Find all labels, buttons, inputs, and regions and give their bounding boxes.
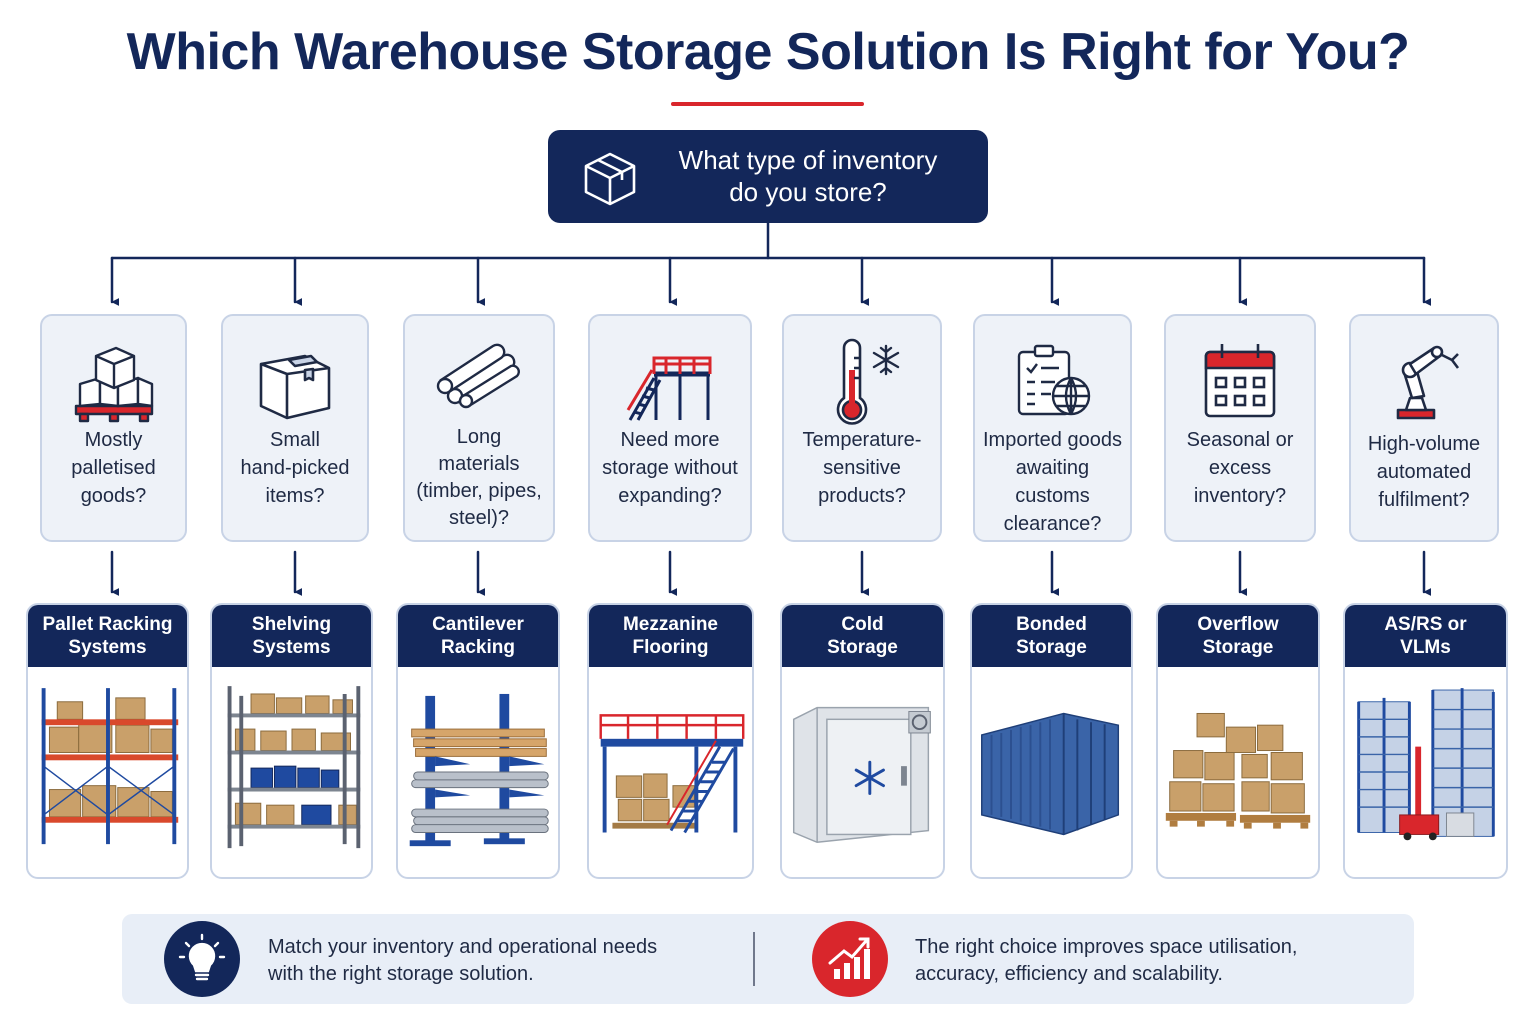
solution-title-line: Racking bbox=[441, 637, 515, 658]
solution-title-line: AS/RS or bbox=[1384, 614, 1467, 635]
question-line: Long bbox=[456, 426, 502, 448]
automated-storage-image bbox=[1345, 667, 1506, 877]
cantilever-racking-image bbox=[398, 667, 558, 877]
question-card-long-materials[interactable]: Long materials (timber, pipes, steel)? bbox=[403, 314, 555, 542]
question-line: inventory? bbox=[1193, 485, 1287, 507]
question-line: (timber, pipes, bbox=[416, 480, 542, 502]
question-line: Mostly bbox=[84, 429, 143, 451]
footer-left-text: Match your inventory and operational nee… bbox=[268, 934, 708, 988]
question-card-temperature[interactable]: Temperature- sensitive products? bbox=[782, 314, 942, 542]
question-card-seasonal[interactable]: Seasonal or excess inventory? bbox=[1164, 314, 1316, 542]
footer-line: Match your inventory and operational nee… bbox=[268, 936, 658, 958]
footer-line: with the right storage solution. bbox=[268, 963, 534, 985]
solution-title-line: Storage bbox=[1016, 637, 1087, 658]
solution-title-line: Storage bbox=[827, 637, 898, 658]
shelving-image bbox=[212, 667, 371, 877]
question-line: clearance? bbox=[1003, 513, 1102, 535]
solution-title-line: Flooring bbox=[632, 637, 709, 658]
question-line: awaiting customs bbox=[1015, 457, 1090, 507]
mezzanine-image bbox=[589, 667, 752, 877]
question-line: products? bbox=[818, 485, 906, 507]
cold-storage-image bbox=[782, 667, 943, 877]
root-question-line: do you store? bbox=[729, 177, 887, 207]
calendar-icon bbox=[1204, 344, 1276, 418]
question-line: hand-picked bbox=[240, 457, 350, 479]
open-box-icon bbox=[259, 354, 331, 420]
footer-line: The right choice improves space utilisat… bbox=[915, 936, 1298, 958]
footer-banner: Match your inventory and operational nee… bbox=[122, 914, 1414, 1004]
question-card-small-items[interactable]: Small hand-picked items? bbox=[221, 314, 369, 542]
question-line: palletised bbox=[71, 457, 156, 479]
solution-title-line: VLMs bbox=[1400, 637, 1451, 658]
question-card-palletised[interactable]: Mostly palletised goods? bbox=[40, 314, 187, 542]
solution-title-line: Systems bbox=[68, 637, 147, 658]
question-line: goods? bbox=[80, 485, 147, 507]
question-line: items? bbox=[265, 485, 325, 507]
customs-globe-icon bbox=[1017, 344, 1090, 416]
question-line: excess bbox=[1208, 457, 1272, 479]
thermometer-snowflake-icon bbox=[836, 338, 900, 425]
footer-divider bbox=[753, 932, 755, 986]
solution-title-line: Systems bbox=[252, 637, 331, 658]
page-title: Which Warehouse Storage Solution Is Righ… bbox=[126, 23, 1410, 81]
question-line: materials bbox=[438, 453, 520, 475]
solution-title-line: Cold bbox=[841, 614, 884, 635]
solution-title-line: Overflow bbox=[1197, 614, 1279, 635]
question-line: sensitive bbox=[823, 457, 901, 479]
solution-title-line: Bonded bbox=[1016, 614, 1087, 635]
question-line: Small bbox=[269, 429, 320, 451]
title-underline bbox=[671, 102, 864, 106]
question-line: High-volume bbox=[1367, 433, 1481, 455]
stacked-pallets-image bbox=[1158, 667, 1318, 877]
solution-title-line: Pallet Racking bbox=[42, 614, 173, 635]
growth-chart-icon bbox=[812, 921, 888, 997]
question-line: Temperature- bbox=[802, 429, 922, 451]
question-line: automated bbox=[1376, 461, 1472, 483]
palletised-boxes-icon bbox=[74, 346, 153, 423]
lightbulb-icon bbox=[164, 921, 240, 997]
question-line: storage without bbox=[602, 457, 738, 479]
solution-title-line: Shelving bbox=[251, 614, 332, 635]
solution-title-line: Storage bbox=[1202, 637, 1274, 658]
question-line: expanding? bbox=[618, 485, 722, 507]
question-card-customs[interactable]: Imported goods awaiting customs clearanc… bbox=[973, 314, 1132, 542]
question-card-more-storage[interactable]: Need more storage without expanding? bbox=[588, 314, 752, 542]
question-card-automated[interactable]: High-volume automated fulfilment? bbox=[1349, 314, 1499, 542]
question-line: Imported goods bbox=[983, 429, 1122, 451]
solution-title-line: Cantilever bbox=[432, 614, 524, 635]
root-question-text: What type of inventory do you store? bbox=[658, 144, 958, 208]
question-line: steel)? bbox=[448, 507, 510, 529]
root-question-line: What type of inventory bbox=[678, 145, 938, 175]
footer-right-text: The right choice improves space utilisat… bbox=[915, 934, 1355, 988]
shipping-container-image bbox=[972, 667, 1131, 877]
pallet-racking-image bbox=[28, 667, 187, 877]
question-line: Seasonal or bbox=[1186, 429, 1294, 451]
mezzanine-icon bbox=[626, 356, 712, 421]
solution-title-line: Mezzanine bbox=[622, 614, 719, 635]
footer-line: accuracy, efficiency and scalability. bbox=[915, 963, 1223, 985]
question-line: Need more bbox=[620, 429, 720, 451]
root-question-box: What type of inventory do you store? bbox=[548, 130, 988, 223]
question-line: fulfilment? bbox=[1378, 489, 1470, 511]
pipes-icon bbox=[436, 343, 520, 409]
robot-arm-icon bbox=[1396, 345, 1460, 420]
box-icon bbox=[584, 152, 636, 206]
